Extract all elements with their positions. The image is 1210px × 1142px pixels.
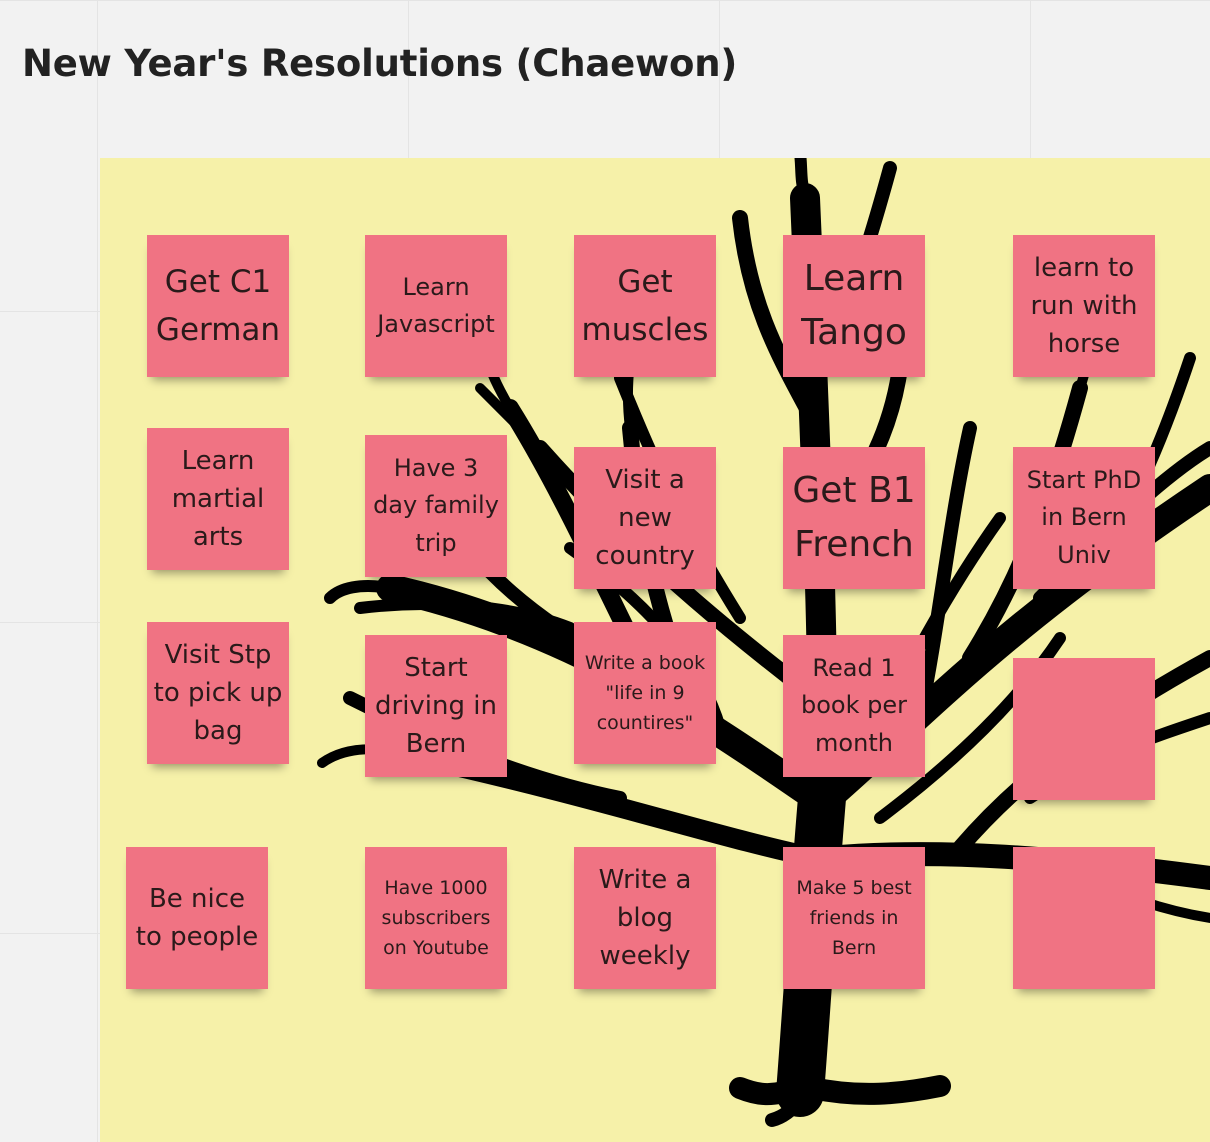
sticky-note-family-trip[interactable]: Have 3 day family trip: [365, 435, 507, 577]
sticky-note-text: Visit Stp to pick up bag: [153, 639, 283, 747]
sticky-note-learn-tango[interactable]: Learn Tango: [783, 235, 925, 377]
sticky-note-get-c1-german[interactable]: Get C1 German: [147, 235, 289, 377]
sticky-note-learn-run-horse[interactable]: learn to run with horse: [1013, 235, 1155, 377]
sticky-note-learn-martial-arts[interactable]: Learn martial arts: [147, 428, 289, 570]
resolutions-frame[interactable]: Get C1 German Learn Javascript Get muscl…: [100, 158, 1210, 1142]
board-title: New Year's Resolutions (Chaewon): [22, 42, 738, 85]
sticky-note-empty-1[interactable]: [1013, 658, 1155, 800]
sticky-note-start-driving[interactable]: Start driving in Bern: [365, 635, 507, 777]
sticky-note-empty-2[interactable]: [1013, 847, 1155, 989]
sticky-note-text: Learn Javascript: [377, 272, 495, 338]
sticky-note-text: Write a book "life in 9 countires": [584, 651, 706, 734]
sticky-note-text: Get muscles: [581, 263, 709, 348]
sticky-note-text: Write a blog weekly: [598, 864, 692, 972]
sticky-note-text: Be nice to people: [135, 883, 259, 952]
sticky-note-text: Learn Tango: [801, 258, 907, 353]
sticky-note-text: Get B1 French: [792, 470, 916, 565]
sticky-note-text: Read 1 book per month: [801, 654, 907, 757]
sticky-note-write-blog[interactable]: Write a blog weekly: [574, 847, 716, 989]
sticky-note-be-nice[interactable]: Be nice to people: [126, 847, 268, 989]
sticky-note-text: Have 3 day family trip: [373, 454, 499, 557]
sticky-note-text: Get C1 German: [155, 263, 281, 348]
sticky-note-get-b1-french[interactable]: Get B1 French: [783, 447, 925, 589]
sticky-note-learn-javascript[interactable]: Learn Javascript: [365, 235, 507, 377]
sticky-note-write-book[interactable]: Write a book "life in 9 countires": [574, 622, 716, 764]
sticky-note-visit-stp[interactable]: Visit Stp to pick up bag: [147, 622, 289, 764]
sticky-note-text: learn to run with horse: [1030, 252, 1138, 360]
sticky-note-read-book[interactable]: Read 1 book per month: [783, 635, 925, 777]
sticky-note-text: Start driving in Bern: [375, 652, 497, 760]
sticky-note-text: Make 5 best friends in Bern: [796, 876, 912, 959]
sticky-note-text: Have 1000 subscribers on Youtube: [381, 876, 491, 959]
sticky-note-text: Visit a new country: [595, 464, 695, 572]
sticky-note-get-muscles[interactable]: Get muscles: [574, 235, 716, 377]
sticky-note-start-phd[interactable]: Start PhD in Bern Univ: [1013, 447, 1155, 589]
sticky-note-best-friends[interactable]: Make 5 best friends in Bern: [783, 847, 925, 989]
sticky-note-visit-new-country[interactable]: Visit a new country: [574, 447, 716, 589]
sticky-note-text: Learn martial arts: [171, 445, 265, 553]
sticky-note-text: Start PhD in Bern Univ: [1026, 466, 1142, 569]
sticky-note-youtube-subscribers[interactable]: Have 1000 subscribers on Youtube: [365, 847, 507, 989]
